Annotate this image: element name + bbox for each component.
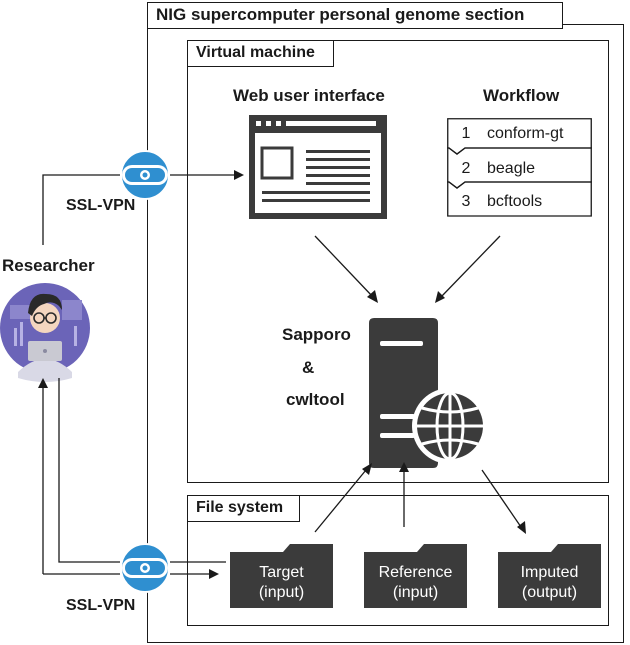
- workflow-list: 1 conform-gt 2 beagle 3 bcftools: [447, 118, 592, 218]
- folder-reference: Reference (input): [364, 563, 467, 607]
- folder-sublabel: (output): [521, 584, 578, 601]
- web-ui-label: Web user interface: [233, 86, 385, 105]
- engine-label-sapporo: Sapporo: [282, 325, 351, 344]
- file-system-box: [187, 495, 609, 626]
- workflow-step-name: bcftools: [487, 193, 543, 210]
- researcher-label: Researcher: [2, 256, 95, 275]
- globe-icon: [412, 388, 488, 464]
- researcher-avatar-icon: [0, 283, 90, 382]
- folder-label: Reference: [378, 564, 453, 581]
- vpn-label-top: SSL-VPN: [66, 197, 136, 214]
- workflow-step-number: 3: [461, 193, 471, 210]
- folder-icon: [230, 544, 601, 608]
- workflow-step: 1 conform-gt: [447, 119, 592, 149]
- workflow-step: 2 beagle: [447, 154, 592, 184]
- folder-target: Target (input): [230, 563, 333, 607]
- engine-label-and: &: [302, 358, 315, 377]
- folder-label: Target: [259, 564, 304, 581]
- folder-sublabel: (input): [258, 584, 305, 601]
- vpn-icon: [120, 543, 170, 593]
- workflow-step-number: 1: [461, 125, 471, 142]
- workflow-step: 3 bcftools: [447, 187, 592, 217]
- file-system-title: File system: [187, 495, 300, 522]
- engine-label-cwltool: cwltool: [286, 390, 345, 409]
- virtual-machine-box: [187, 40, 609, 483]
- vm-title: Virtual machine: [187, 40, 334, 67]
- section-title: NIG supercomputer personal genome sectio…: [147, 2, 563, 29]
- workflow-list-frame: [447, 118, 592, 217]
- connection-lines: [42, 174, 522, 575]
- folder-imputed: Imputed (output): [498, 563, 601, 607]
- workflow-step-number: 2: [461, 160, 471, 177]
- arrowheads: [38, 170, 526, 579]
- workflow-step-name: conform-gt: [487, 125, 564, 142]
- vpn-label-bottom: SSL-VPN: [66, 597, 136, 614]
- folder-sublabel: (input): [392, 584, 439, 601]
- folder-label: Imputed: [520, 564, 579, 581]
- workflow-label: Workflow: [483, 86, 560, 105]
- workflow-step-name: beagle: [487, 160, 536, 177]
- vpn-icon: [120, 150, 170, 200]
- browser-window-icon: [249, 115, 387, 219]
